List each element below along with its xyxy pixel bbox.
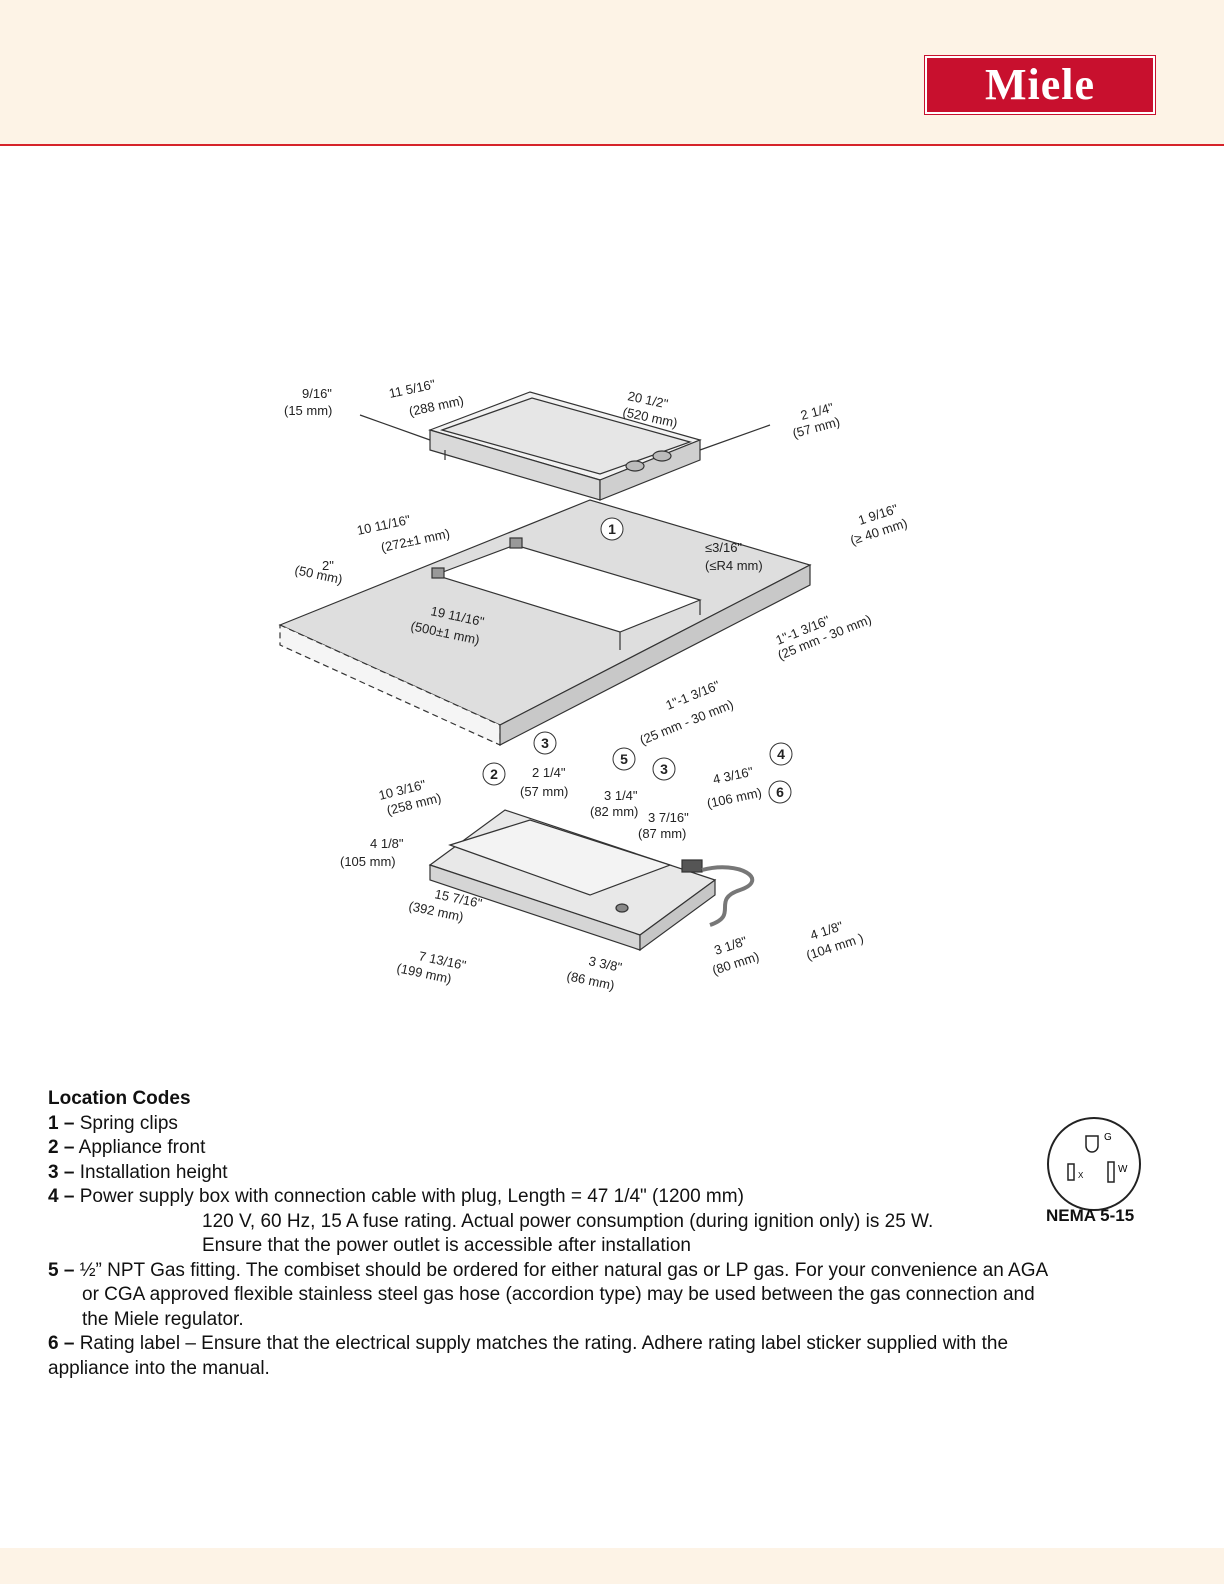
code-item-1: 1 – Spring clips [48, 1112, 1198, 1137]
nema-outlet-icon: G X W [1047, 1117, 1141, 1211]
dim-r4-in: ≤3/16" [705, 540, 742, 555]
code-text-6: Rating label – Ensure that the electrica… [79, 1333, 1009, 1354]
code-text-2: Appliance front [78, 1137, 206, 1158]
dim-82-in: 3 1/4" [604, 788, 638, 803]
code-text-4: Power supply box with connection cable w… [79, 1186, 744, 1207]
code-num-6: 6 – [48, 1333, 75, 1354]
callout-4: 4 [777, 746, 785, 762]
code-item-4-line3: Ensure that the power outlet is accessib… [202, 1235, 691, 1256]
callout-2: 2 [490, 766, 498, 782]
callout-3b: 3 [660, 761, 668, 777]
location-codes-title: Location Codes [48, 1088, 191, 1109]
code-item-4: 4 – Power supply box with connection cab… [48, 1185, 1198, 1210]
base-drawing [428, 809, 755, 952]
nema-label: NEMA 5-15 [1046, 1206, 1135, 1225]
miele-logo: Miele [924, 55, 1156, 115]
location-codes: Location Codes 1 – Spring clips 2 – Appl… [48, 1087, 1198, 1381]
dim-106-in: 4 3/16" [712, 764, 755, 787]
dim-86-in: 3 3/8" [587, 953, 623, 975]
dim-r4-mm: (≤R4 mm) [705, 558, 763, 573]
dim-87-mm: (87 mm) [638, 826, 686, 841]
code-item-5: 5 – ½” NPT Gas fitting. The combiset sho… [48, 1259, 1198, 1284]
dim-57b-in: 2 1/4" [532, 765, 566, 780]
code-num-1: 1 – [48, 1112, 75, 1134]
code-num-4: 4 – [48, 1186, 75, 1207]
page-footer [0, 1548, 1224, 1584]
nema-w-label: W [1118, 1164, 1128, 1175]
code-item-6-line2: appliance into the manual. [48, 1357, 270, 1379]
callout-1: 1 [608, 521, 616, 537]
dim-50-in: 2" [322, 558, 334, 573]
code-text-1: Spring clips [79, 1112, 178, 1134]
page-header: Miele [0, 0, 1224, 146]
code-num-3: 3 – [48, 1161, 75, 1183]
callout-6: 6 [776, 784, 784, 800]
nema-g-label: G [1104, 1132, 1112, 1143]
code-item-6: 6 – Rating label – Ensure that the elect… [48, 1332, 1198, 1357]
dim-82-mm: (82 mm) [590, 804, 638, 819]
dim-105-mm: (105 mm) [340, 854, 396, 869]
code-item-3: 3 – Installation height [48, 1161, 1198, 1186]
callout-3a: 3 [541, 735, 549, 751]
dim-288-in: 11 5/16" [388, 376, 437, 401]
dim-106-mm: (106 mm) [706, 785, 764, 811]
code-text-5: ½” NPT Gas fitting. The combiset should … [79, 1259, 1049, 1281]
dim-50-mm: (50 mm) [293, 562, 343, 587]
code-text-3: Installation height [79, 1161, 228, 1183]
countertop-drawing [278, 499, 812, 746]
callout-5: 5 [620, 751, 628, 767]
cooktop-drawing [359, 391, 771, 501]
dim-105-in: 4 1/8" [370, 836, 404, 851]
code-item-5-line3: the Miele regulator. [82, 1308, 244, 1330]
code-item-4-line2: 120 V, 60 Hz, 15 A fuse rating. Actual p… [202, 1210, 934, 1232]
nema-x-label: X [1078, 1171, 1084, 1180]
installation-diagram: 9/16" (15 mm) 11 5/16" (288 mm) 20 1/2" … [278, 376, 909, 993]
dim-9-16-in: 9/16" [302, 386, 332, 401]
dim-57b-mm: (57 mm) [520, 784, 568, 799]
code-num-5: 5 – [48, 1259, 75, 1281]
code-num-2: 2 – [48, 1137, 75, 1158]
dim-288-mm: (288 mm) [408, 393, 466, 419]
dim-272-in: 10 11/16" [356, 512, 413, 538]
dim-87-in: 3 7/16" [648, 810, 689, 825]
dim-15-mm: (15 mm) [284, 403, 332, 418]
code-item-5-line2: or CGA approved flexible stainless steel… [82, 1284, 1035, 1305]
code-item-2: 2 – Appliance front [48, 1136, 1198, 1161]
